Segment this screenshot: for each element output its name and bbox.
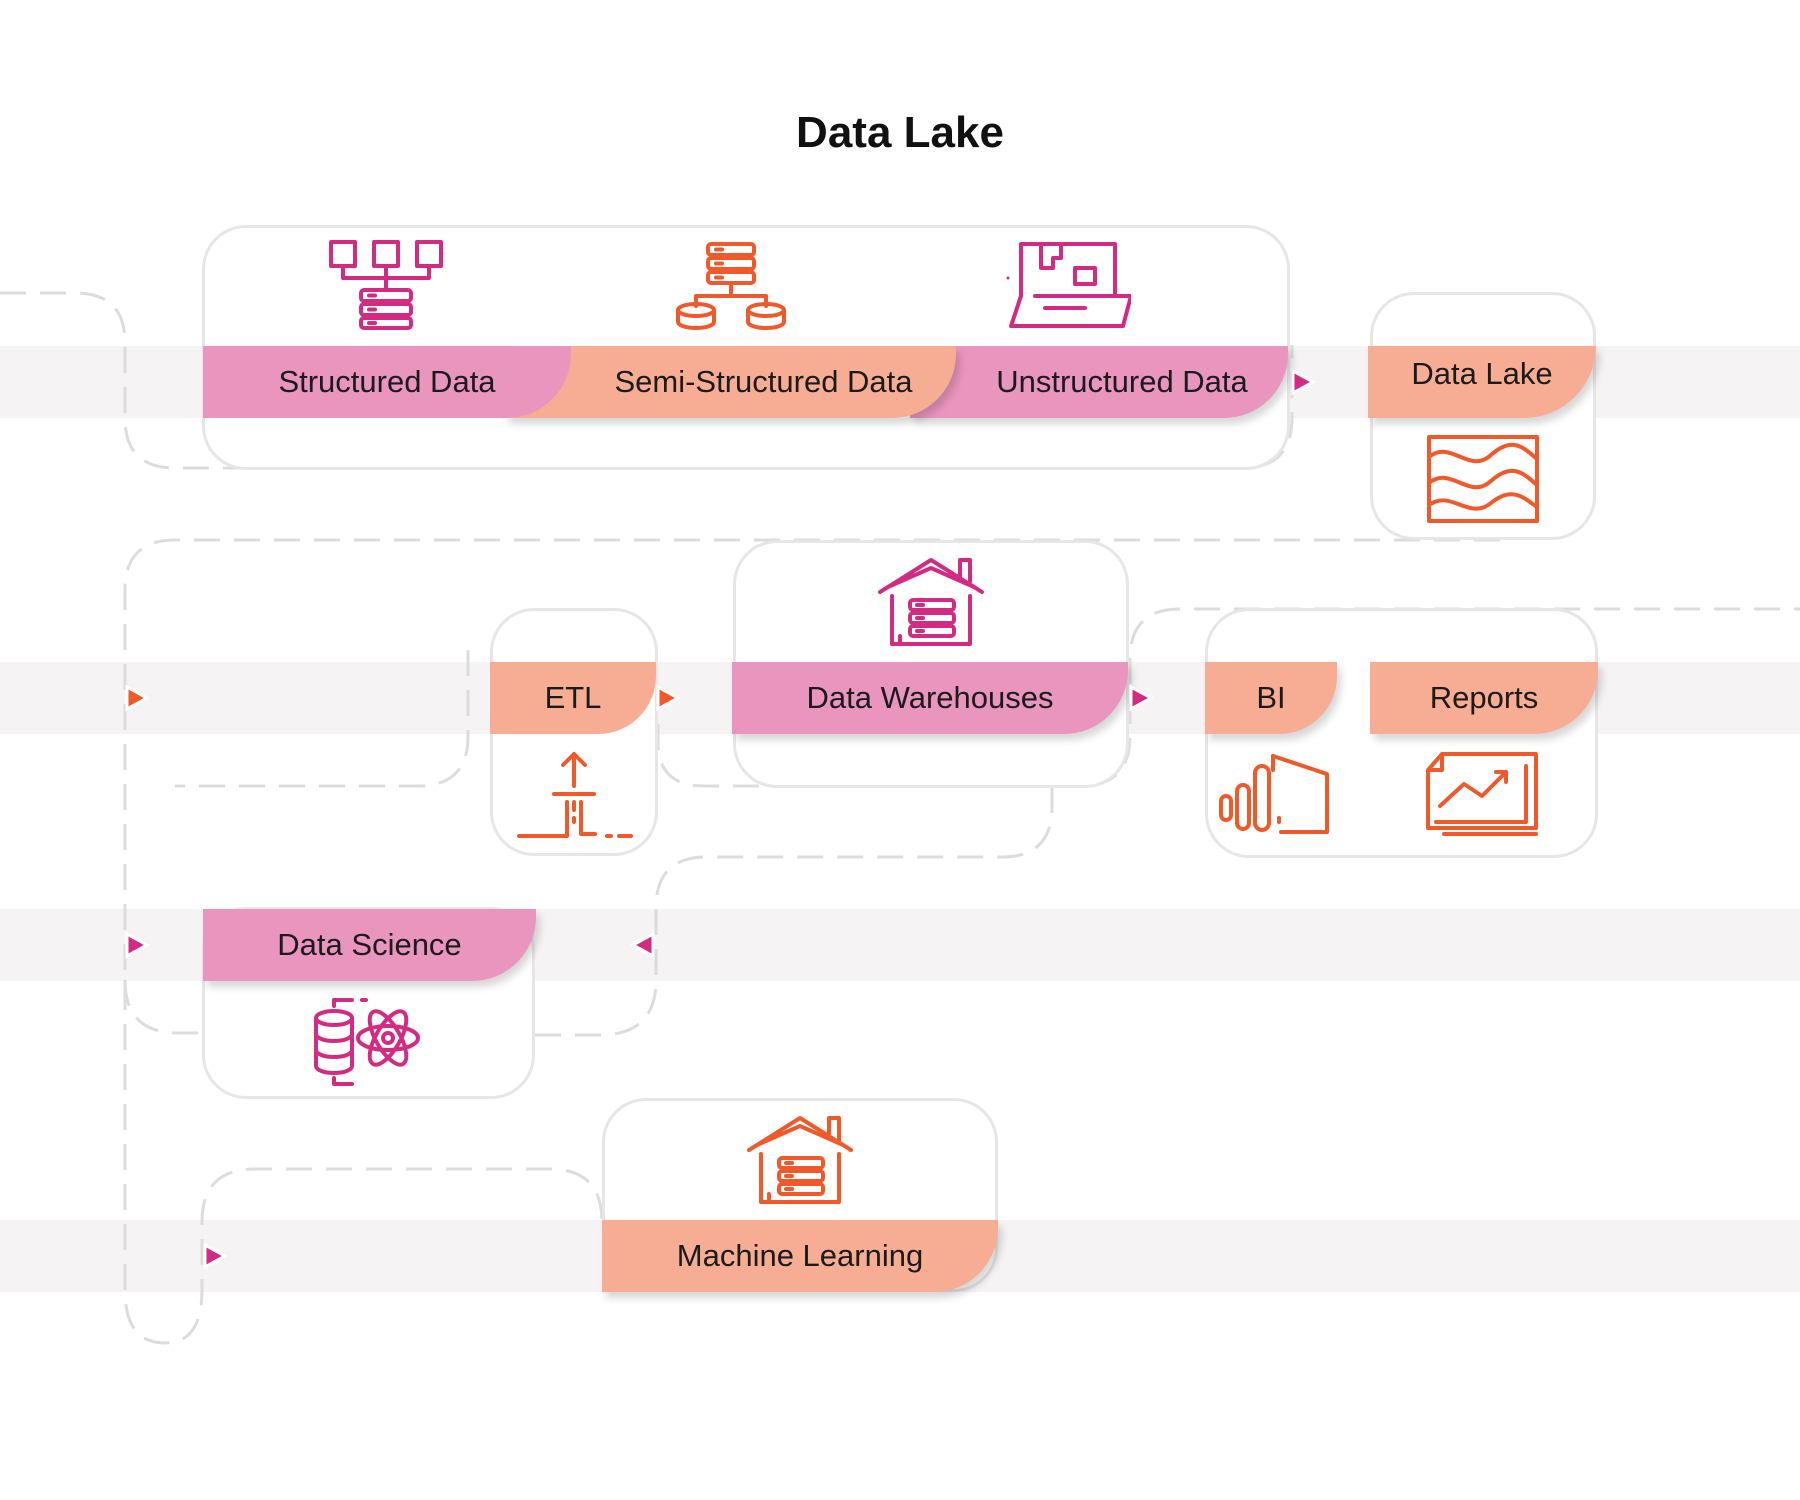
flow-arrow-icon xyxy=(125,931,150,959)
data-warehouses-label: Data Warehouses xyxy=(732,662,1128,734)
etl-label: ETL xyxy=(490,662,656,734)
flow-arrow-icon xyxy=(125,684,150,712)
warehouse-icon xyxy=(747,1116,853,1204)
reports-label: Reports xyxy=(1370,662,1598,734)
etl-pipeline-icon xyxy=(517,752,633,838)
semi-structured-data-label: Semi-Structured Data xyxy=(505,346,956,418)
page-title: Data Lake xyxy=(796,108,1004,157)
data-science-label: Data Science xyxy=(203,909,536,981)
data-lake-label: Data Lake xyxy=(1368,346,1596,418)
lake-waves-icon xyxy=(1427,435,1539,523)
flow-arrow-left-icon xyxy=(630,931,655,959)
flow-arrow-icon xyxy=(1291,368,1316,396)
warehouse-icon xyxy=(878,558,984,646)
power-bi-icon xyxy=(1219,754,1329,834)
server-databases-icon xyxy=(676,242,786,330)
unstructured-data-label: Unstructured Data xyxy=(910,346,1288,418)
database-atom-icon xyxy=(314,998,420,1086)
puzzle-laptop-icon xyxy=(1006,242,1131,328)
flow-arrow-icon xyxy=(656,684,681,712)
machine-learning-label: Machine Learning xyxy=(602,1220,998,1292)
flow-arrow-icon xyxy=(1129,684,1154,712)
flow-arrow-icon xyxy=(203,1242,228,1270)
structured-data-label: Structured Data xyxy=(203,346,571,418)
report-chart-icon xyxy=(1426,752,1538,836)
hierarchy-database-icon xyxy=(329,240,443,330)
